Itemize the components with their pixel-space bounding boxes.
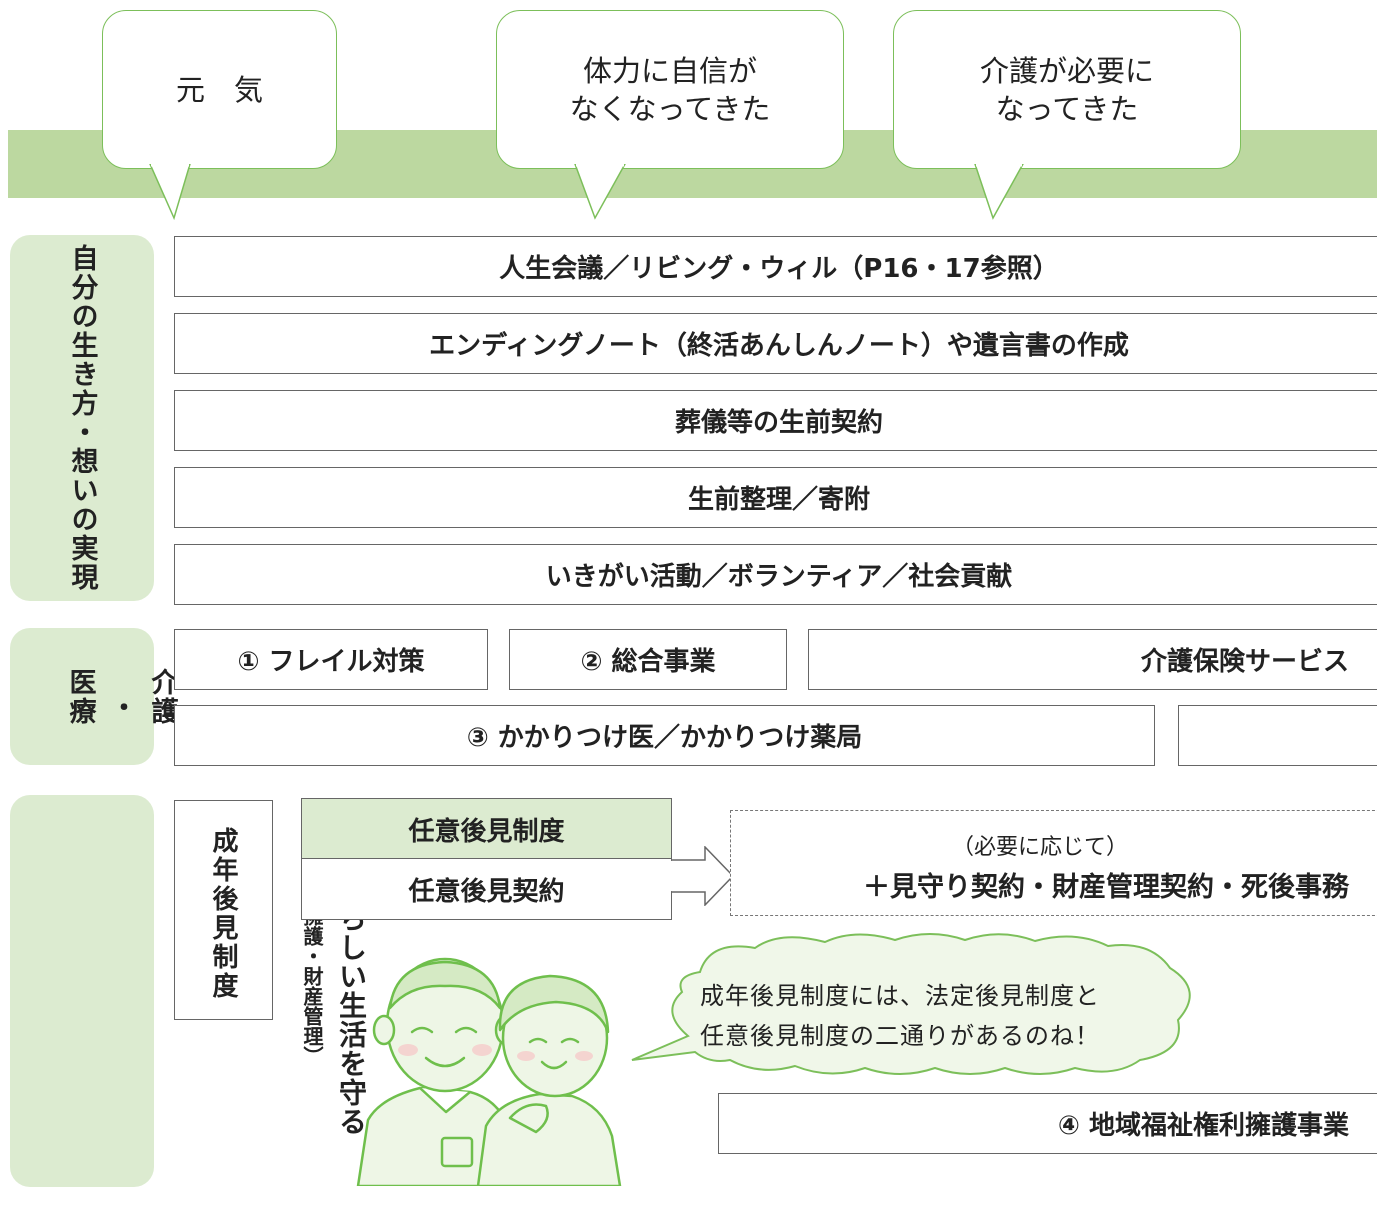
stage-bubble-declining-tail xyxy=(574,164,626,220)
speech-cloud-text: 成年後見制度には、法定後見制度と 任意後見制度の二通りがあるのね！ xyxy=(700,982,1100,1050)
medical-general: ② 総合事業 xyxy=(509,629,787,690)
category-life-label: 自分の生き方・想いの実現 xyxy=(66,244,98,592)
life-item-label: いきがい活動／ボランティア／社会貢献 xyxy=(545,562,1013,592)
stage-bubble-healthy-tail xyxy=(149,164,191,221)
life-item-activities: いきがい活動／ボランティア／社会貢献 xyxy=(174,544,1377,605)
rights-regional-welfare: ④ 地域福祉権利擁護事業 xyxy=(718,1093,1377,1154)
life-item-label: 生前整理／寄附 xyxy=(687,485,870,515)
rights-as-needed-label: （必要に応じて） xyxy=(951,835,1128,860)
life-item-organize: 生前整理／寄附 xyxy=(174,467,1377,528)
medical-family-doctor: ③ かかりつけ医／かかりつけ薬局 xyxy=(174,705,1155,766)
stage-bubble-declining: 体力に自信が なくなってきた xyxy=(496,10,844,169)
rights-extra-contracts-label: ＋見守り契約・財産管理契約・死後事務 xyxy=(863,872,1349,903)
rights-regional-welfare-label: ④ 地域福祉権利擁護事業 xyxy=(1057,1111,1349,1141)
life-item-label: エンディングノート（終活あんしんノート）や遺言書の作成 xyxy=(429,331,1129,361)
rights-voluntary-contract: 任意後見契約 xyxy=(301,858,672,920)
medical-frail: ① フレイル対策 xyxy=(174,629,488,690)
category-medical-col1: 介護 xyxy=(146,667,178,726)
rights-voluntary-system: 任意後見制度 xyxy=(301,798,672,860)
stage-healthy-label: 元 気 xyxy=(175,72,263,107)
medical-frail-label: ① フレイル対策 xyxy=(237,647,425,677)
rights-guardianship: 成年後見制度 xyxy=(174,800,273,1020)
stage-bubble-healthy: 元 気 xyxy=(102,10,337,169)
stage-declining-label: 体力に自信が なくなってきた xyxy=(569,53,771,126)
life-item-ending-note: エンディングノート（終活あんしんノート）や遺言書の作成 xyxy=(174,313,1377,374)
stage-needs-care-label: 介護が必要に なってきた xyxy=(979,53,1154,126)
speech-cloud xyxy=(631,933,1191,1075)
medical-family-doctor-label: ③ かかりつけ医／かかりつけ薬局 xyxy=(466,723,863,753)
medical-care-insurance: 介護保険サービス xyxy=(808,629,1377,690)
category-medical-dot: ・ xyxy=(105,693,137,722)
medical-general-label: ② 総合事業 xyxy=(580,647,716,677)
category-rights: 自分らしい生活を守る （権利擁護・財産管理） xyxy=(10,795,368,1187)
medical-care-insurance-label: 介護保険サービス xyxy=(1140,647,1349,677)
stage-bubble-needs-care: 介護が必要に なってきた xyxy=(893,10,1241,169)
rights-guardianship-label: 成年後見制度 xyxy=(208,827,238,1001)
life-item-label: 人生会議／リビング・ウィル（P16・17参照） xyxy=(499,254,1059,284)
category-medical: 介護 ・ 医療 xyxy=(10,628,178,765)
rights-extra-contracts-box: （必要に応じて） ＋見守り契約・財産管理契約・死後事務 xyxy=(730,810,1377,916)
life-item-funeral: 葬儀等の生前契約 xyxy=(174,390,1377,451)
arrow-icon xyxy=(671,846,735,906)
life-item-label: 葬儀等の生前契約 xyxy=(674,408,883,438)
category-life: 自分の生き方・想いの実現 xyxy=(10,235,154,601)
elderly-couple-illustration xyxy=(356,957,622,1186)
life-item-advance-care: 人生会議／リビング・ウィル（P16・17参照） xyxy=(174,236,1377,297)
rights-voluntary-system-label: 任意後見制度 xyxy=(408,816,565,847)
stage-bubble-needs-care-tail xyxy=(974,164,1024,220)
rights-voluntary-contract-label: 任意後見契約 xyxy=(408,876,565,907)
medical-extra-box xyxy=(1178,705,1377,766)
category-medical-col2: 医療 xyxy=(64,667,96,726)
